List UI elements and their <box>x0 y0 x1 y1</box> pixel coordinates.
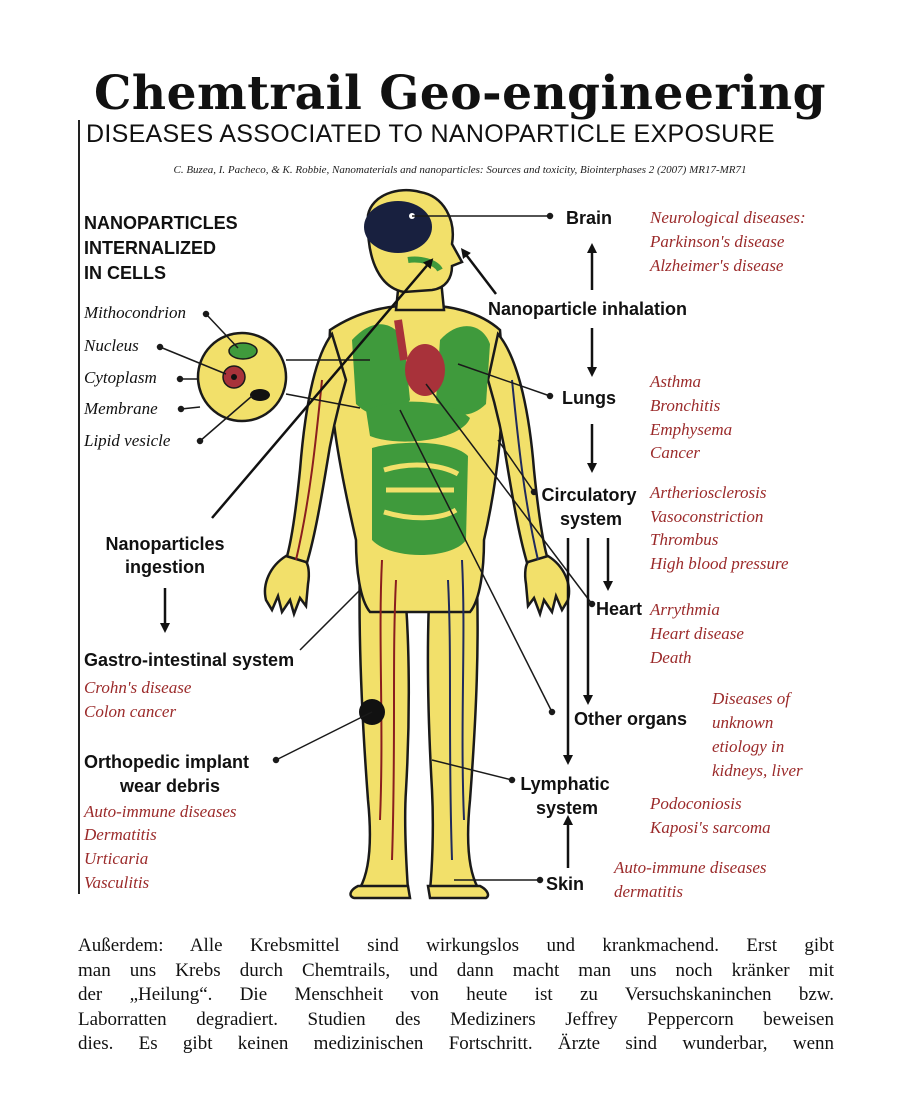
heart-disease: Arrythmia <box>650 600 720 619</box>
ingestion-label-2: ingestion <box>125 557 205 577</box>
page-title: Chemtrail Geo-engineering <box>93 66 827 121</box>
brain-disease: Alzheimer's disease <box>650 256 784 275</box>
ingestion-label-1: Nanoparticles <box>105 534 225 554</box>
inhalation-label: Nanoparticle inhalation <box>488 299 688 319</box>
skin-disease: Auto-immune diseases <box>614 858 767 877</box>
implant-label-2: wear debris <box>120 776 221 796</box>
skin-disease: dermatitis <box>614 882 683 901</box>
circulatory-label-2: system <box>559 509 623 529</box>
paragraph-line: man uns Krebs durch Chemtrails, und dann… <box>78 959 834 981</box>
circulatory-disease: Artheriosclerosis <box>650 483 767 502</box>
cells-heading-1: NANOPARTICLES <box>84 213 238 233</box>
skin-label: Skin <box>546 874 585 894</box>
body-paragraph: Außerdem: Alle Krebsmittel sind wirkungs… <box>78 934 834 1057</box>
other-disease: Diseases of <box>712 689 790 708</box>
paragraph-line: der „Heilung“. Die Menschheit von heute … <box>78 984 834 1005</box>
circulatory-disease: Thrombus <box>650 530 719 549</box>
paragraph-line: dies. Es gibt keinen medizinischen Forts… <box>78 1033 834 1054</box>
paragraph-line: Laborratten degradiert. Studien des Medi… <box>78 1008 834 1030</box>
cell-part-lipid-vesicle: Lipid vesicle <box>84 431 171 450</box>
brain-label: Brain <box>566 208 613 228</box>
circulatory-disease: High blood pressure <box>650 554 789 573</box>
heart-label: Heart <box>596 599 643 619</box>
page-subtitle: DISEASES ASSOCIATED TO NANOPARTICLE EXPO… <box>86 120 775 148</box>
gi-system-label: Gastro-intestinal system <box>84 650 295 670</box>
cell-part-membrane: Membrane <box>84 399 158 418</box>
implant-disease: Vasculitis <box>84 873 150 892</box>
paragraph-line: Außerdem: Alle Krebsmittel sind wirkungs… <box>78 935 834 956</box>
lungs-disease: Asthma <box>650 372 701 391</box>
citation: C. Buzea, I. Pacheco, & K. Robbie, Nanom… <box>173 164 747 176</box>
gi-disease: Colon cancer <box>84 702 177 721</box>
other-disease: etiology in <box>712 737 785 756</box>
other-disease: unknown <box>712 713 774 732</box>
lymphatic-disease: Podoconiosis <box>650 794 742 813</box>
lymphatic-label-2: system <box>535 798 599 818</box>
other-disease: kidneys, liver <box>712 761 803 780</box>
cell-part-mitochondrion: Mithocondrion <box>84 303 186 322</box>
implant-disease: Urticaria <box>84 849 149 868</box>
vessels <box>295 379 539 861</box>
heart-disease: Death <box>650 648 692 667</box>
circulatory-disease: Vasoconstriction <box>650 507 764 526</box>
cells-heading-2: INTERNALIZED <box>84 238 216 258</box>
cell-part-cytoplasm: Cytoplasm <box>84 368 157 387</box>
brain-disease: Parkinson's disease <box>650 232 785 251</box>
gi-disease: Crohn's disease <box>84 678 192 697</box>
lymphatic-disease: Kaposi's sarcoma <box>650 818 771 837</box>
implant-label-1: Orthopedic implant <box>84 752 250 772</box>
cells-heading-3: IN CELLS <box>84 263 167 283</box>
lungs-disease: Bronchitis <box>650 396 721 415</box>
brain-shape <box>364 201 432 253</box>
brain-disease: Neurological diseases: <box>650 208 806 227</box>
organs <box>352 319 490 555</box>
cell-diagram <box>196 331 288 423</box>
implant-disease: Dermatitis <box>84 825 157 844</box>
lymphatic-label-1: Lymphatic <box>520 774 610 794</box>
heart-disease: Heart disease <box>650 624 744 643</box>
lungs-label: Lungs <box>562 388 616 408</box>
circulatory-label-1: Circulatory <box>541 485 637 505</box>
left-rule <box>78 120 80 894</box>
lungs-disease: Cancer <box>650 443 701 462</box>
other-organs-label: Other organs <box>574 709 688 729</box>
lungs-disease: Emphysema <box>650 420 733 439</box>
implant-disease: Auto-immune diseases <box>84 802 237 821</box>
cell-part-nucleus: Nucleus <box>84 336 139 355</box>
